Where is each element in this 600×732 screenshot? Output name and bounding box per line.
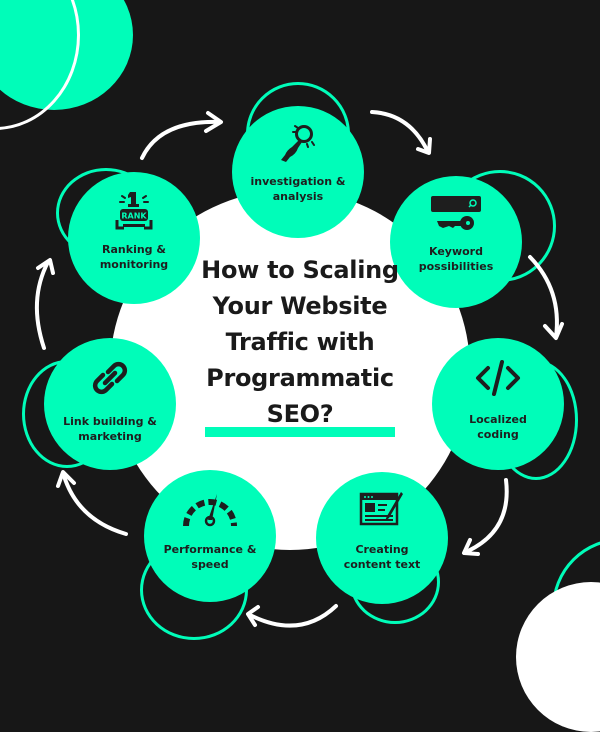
title-line-4: Programmatic	[206, 364, 394, 392]
arrow-link-to-ranking	[34, 260, 50, 350]
arrow-coding-to-content	[466, 478, 509, 553]
step-link-line1: Link building &	[63, 415, 157, 428]
step-keyword-line1: Keyword	[429, 245, 483, 258]
search-key-icon	[431, 196, 481, 230]
step-investigation-line1: investigation &	[250, 175, 346, 188]
chain-link-icon	[92, 361, 128, 395]
page-title: How to Scaling Your Website Traffic with…	[170, 252, 430, 432]
step-keyword-line2: possibilities	[418, 260, 494, 273]
step-ranking[interactable]: RANK Ranking & monitoring	[68, 172, 200, 304]
title-line-2: Your Website	[212, 292, 388, 320]
title-line-3: Traffic with	[225, 328, 375, 356]
content-edit-icon	[359, 492, 403, 526]
step-coding-line1: Localized	[469, 413, 527, 426]
step-link[interactable]: Link building & marketing	[44, 338, 176, 470]
step-ranking-line1: Ranking &	[102, 243, 166, 256]
step-ranking-line2: monitoring	[99, 258, 169, 271]
step-investigation-line2: analysis	[272, 190, 324, 203]
arrow-keyword-to-coding	[528, 255, 559, 339]
step-performance[interactable]: Performance & speed	[144, 470, 276, 602]
speedometer-icon	[183, 494, 237, 527]
title-underline	[205, 427, 395, 437]
step-link-line2: marketing	[78, 430, 142, 443]
arrow-ranking-to-investigation	[140, 119, 222, 160]
magnifier-hand-icon	[281, 125, 315, 162]
step-performance-line1: Performance &	[163, 543, 257, 556]
arrow-performance-to-link	[62, 474, 128, 536]
rank-badge-text: RANK	[121, 212, 147, 221]
step-content[interactable]: Creating content text	[316, 472, 448, 604]
code-icon	[476, 360, 520, 396]
arrow-investigation-to-keyword	[370, 110, 430, 154]
step-investigation[interactable]: investigation & analysis	[232, 106, 364, 238]
title-line-5: SEO?	[266, 400, 334, 428]
step-content-line2: content text	[343, 558, 421, 571]
cycle-arrows	[34, 110, 564, 628]
step-content-line1: Creating	[355, 543, 409, 556]
step-coding-line2: coding	[477, 428, 519, 441]
title-line-1: How to Scaling	[201, 256, 399, 284]
arrow-content-to-performance	[248, 604, 338, 628]
step-keyword[interactable]: Keyword possibilities	[390, 176, 522, 308]
step-performance-line2: speed	[191, 558, 229, 571]
step-coding[interactable]: Localized coding	[432, 338, 564, 470]
rank-trophy-icon: RANK	[115, 192, 153, 230]
